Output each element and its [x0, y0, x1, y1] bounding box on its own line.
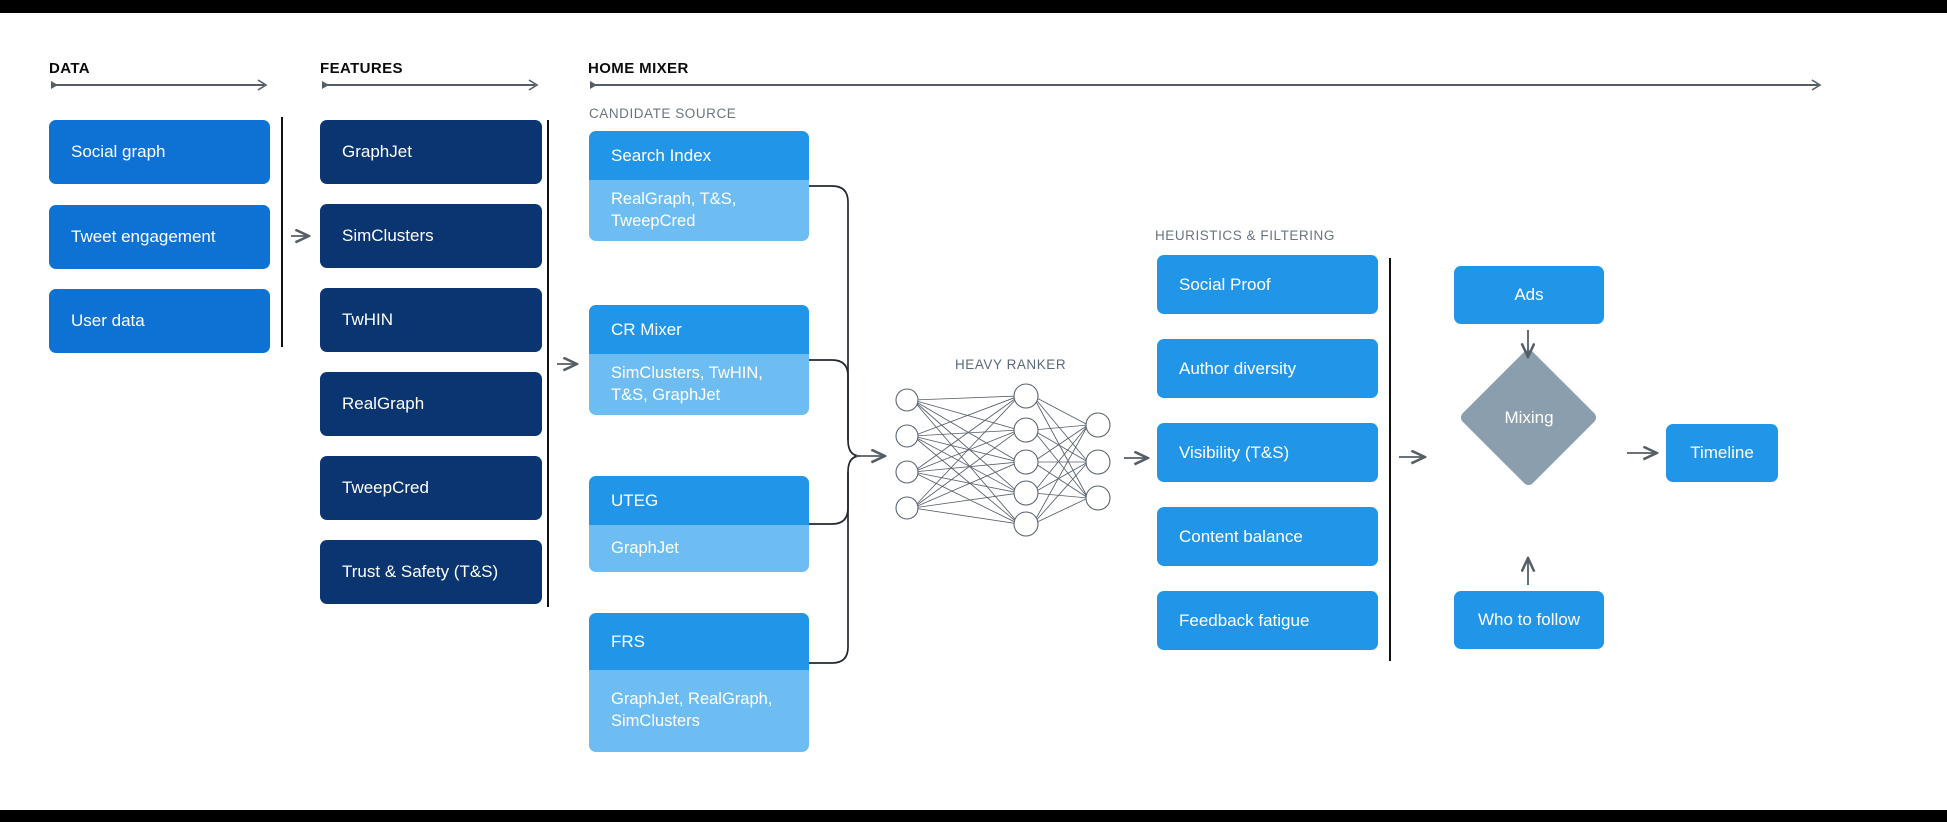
feature-box-trust-safety[interactable]: Trust & Safety (T&S) — [320, 540, 542, 604]
feature-box-tweepcred[interactable]: TweepCred — [320, 456, 542, 520]
output-box-label: Timeline — [1690, 443, 1754, 463]
data-box-label: Tweet engagement — [71, 227, 216, 247]
feature-box-graphjet[interactable]: GraphJet — [320, 120, 542, 184]
output-box-label: Who to follow — [1477, 610, 1581, 630]
subsection-title-candidate-source: CANDIDATE SOURCE — [589, 106, 737, 121]
heuristic-box-label: Feedback fatigue — [1179, 610, 1310, 630]
heuristic-box-label: Visibility (T&S) — [1179, 442, 1290, 462]
subsection-title-heuristics: HEURISTICS & FILTERING — [1155, 228, 1335, 243]
output-box-ads[interactable]: Ads — [1454, 266, 1604, 324]
section-title-features: FEATURES — [320, 60, 403, 77]
feature-box-simclusters[interactable]: SimClusters — [320, 204, 542, 268]
nn-nodes — [895, 383, 1111, 537]
candidate-source-name: Search Index — [589, 131, 809, 180]
section-rule-data — [49, 78, 274, 92]
feature-box-label: TwHIN — [342, 310, 393, 330]
heuristic-box-social-proof[interactable]: Social Proof — [1157, 255, 1378, 314]
output-box-label: Ads — [1514, 285, 1544, 305]
feature-box-twhin[interactable]: TwHIN — [320, 288, 542, 352]
feature-box-label: RealGraph — [342, 394, 425, 414]
section-rule-home-mixer — [588, 78, 1828, 92]
divider-data-features — [281, 117, 283, 347]
output-box-who-to-follow[interactable]: Who to follow — [1454, 591, 1604, 649]
output-box-timeline[interactable]: Timeline — [1666, 424, 1778, 482]
brace-candidate-sources — [809, 185, 861, 664]
candidate-source-features: RealGraph, T&S, TweepCred — [589, 180, 809, 241]
heuristic-box-content-balance[interactable]: Content balance — [1157, 507, 1378, 566]
heuristic-box-label: Content balance — [1179, 526, 1303, 546]
candidate-source-features: GraphJet — [589, 525, 809, 572]
candidate-source-name: FRS — [589, 613, 809, 670]
heavy-ranker-network — [895, 383, 1111, 537]
heuristic-box-author-diversity[interactable]: Author diversity — [1157, 339, 1378, 398]
candidate-source-card-cr-mixer[interactable]: CR Mixer SimClusters, TwHIN, T&S, GraphJ… — [589, 305, 809, 415]
feature-box-label: Trust & Safety (T&S) — [342, 562, 499, 582]
top-black-bar — [0, 0, 1947, 13]
candidate-source-card-frs[interactable]: FRS GraphJet, RealGraph, SimClusters — [589, 613, 809, 752]
section-title-home-mixer: HOME MIXER — [588, 60, 689, 77]
data-box-user-data[interactable]: User data — [49, 289, 270, 353]
mixing-label: Mixing — [1504, 408, 1554, 427]
data-box-tweet-engagement[interactable]: Tweet engagement — [49, 205, 270, 269]
candidate-source-card-uteg[interactable]: UTEG GraphJet — [589, 476, 809, 572]
section-rule-features — [320, 78, 545, 92]
heuristic-box-label: Author diversity — [1179, 358, 1297, 378]
feature-box-label: TweepCred — [342, 478, 429, 498]
candidate-source-name: UTEG — [589, 476, 809, 525]
candidate-source-features: GraphJet, RealGraph, SimClusters — [589, 670, 809, 752]
candidate-source-features: SimClusters, TwHIN, T&S, GraphJet — [589, 354, 809, 415]
candidate-source-card-search-index[interactable]: Search Index RealGraph, T&S, TweepCred — [589, 131, 809, 241]
section-title-data: DATA — [49, 60, 91, 77]
candidate-source-name: CR Mixer — [589, 305, 809, 354]
data-box-social-graph[interactable]: Social graph — [49, 120, 270, 184]
heuristic-box-visibility[interactable]: Visibility (T&S) — [1157, 423, 1378, 482]
nn-edges — [912, 395, 1089, 525]
bottom-black-bar — [0, 810, 1947, 822]
feature-box-label: SimClusters — [342, 226, 434, 246]
feature-box-realgraph[interactable]: RealGraph — [320, 372, 542, 436]
feature-box-label: GraphJet — [342, 142, 412, 162]
heuristic-box-label: Social Proof — [1179, 274, 1271, 294]
heuristic-box-feedback-fatigue[interactable]: Feedback fatigue — [1157, 591, 1378, 650]
subsection-title-heavy-ranker: HEAVY RANKER — [955, 357, 1067, 372]
data-box-label: User data — [71, 311, 145, 331]
divider-heuristics-output — [1389, 258, 1391, 661]
divider-features-homemixer — [547, 120, 549, 607]
data-box-label: Social graph — [71, 142, 166, 162]
